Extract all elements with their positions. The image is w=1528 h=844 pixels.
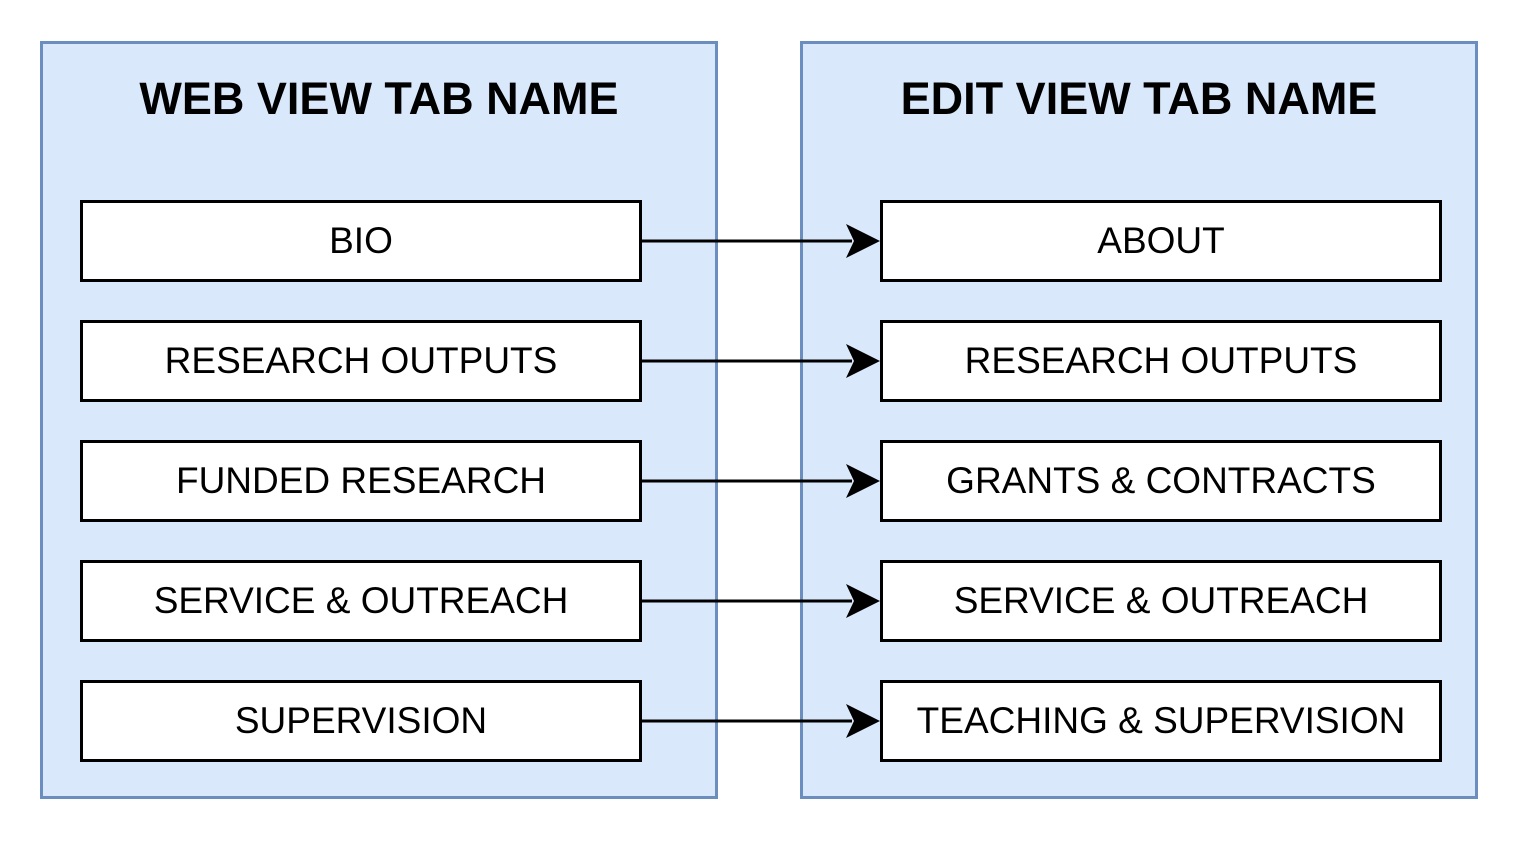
web-tab-funded-research: FUNDED RESEARCH [80,440,642,522]
web-view-title: WEB VIEW TAB NAME [139,73,619,124]
web-tab-bio: BIO [80,200,642,282]
edit-tab-about: ABOUT [880,200,1442,282]
web-tab-research-outputs: RESEARCH OUTPUTS [80,320,642,402]
edit-tab-teaching-supervision: TEACHING & SUPERVISION [880,680,1442,762]
edit-tab-service-outreach: SERVICE & OUTREACH [880,560,1442,642]
edit-view-panel: EDIT VIEW TAB NAME [800,41,1478,799]
web-view-panel: WEB VIEW TAB NAME [40,41,718,799]
edit-tab-grants-contracts: GRANTS & CONTRACTS [880,440,1442,522]
web-tab-supervision: SUPERVISION [80,680,642,762]
web-tab-service-outreach: SERVICE & OUTREACH [80,560,642,642]
edit-view-title: EDIT VIEW TAB NAME [900,73,1378,124]
edit-tab-research-outputs: RESEARCH OUTPUTS [880,320,1442,402]
